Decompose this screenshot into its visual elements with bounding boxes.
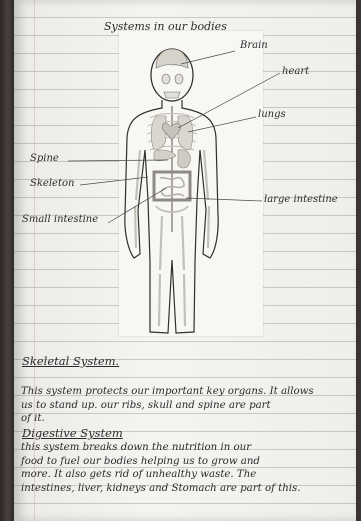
label-lungs: lungs bbox=[258, 109, 286, 120]
skeletal-paragraph: This system protects our important key o… bbox=[21, 385, 346, 426]
digestive-line: intestines, liver, kidneys and Stomach a… bbox=[21, 482, 346, 496]
skeletal-line: us to stand up. our ribs, skull and spin… bbox=[21, 399, 346, 413]
stomach-shape bbox=[178, 150, 191, 168]
label-spine: Spine bbox=[30, 153, 59, 164]
digestive-heading: Digestive System bbox=[22, 426, 123, 440]
brain-shape bbox=[156, 49, 188, 68]
digestive-line: this system breaks down the nutrition in… bbox=[21, 441, 346, 455]
skull-shape bbox=[162, 74, 183, 98]
label-large-intestine: large intestine bbox=[264, 194, 338, 205]
diagram-title: Systems in our bodies bbox=[104, 20, 227, 33]
skeletal-line: of it. bbox=[21, 412, 346, 426]
digestive-line: more. It also gets rid of unhealthy wast… bbox=[21, 468, 346, 482]
skeletal-heading: Skeletal System. bbox=[22, 354, 119, 368]
label-skeleton: Skeleton bbox=[30, 178, 74, 189]
skeletal-line: This system protects our important key o… bbox=[21, 385, 346, 399]
label-brain: Brain bbox=[240, 40, 268, 51]
digestive-paragraph: this system breaks down the nutrition in… bbox=[21, 441, 346, 495]
label-heart: heart bbox=[282, 66, 309, 77]
digestive-line: food to fuel our bodies helping us to gr… bbox=[21, 455, 346, 469]
label-small-intestine: Small intestine bbox=[22, 214, 98, 225]
